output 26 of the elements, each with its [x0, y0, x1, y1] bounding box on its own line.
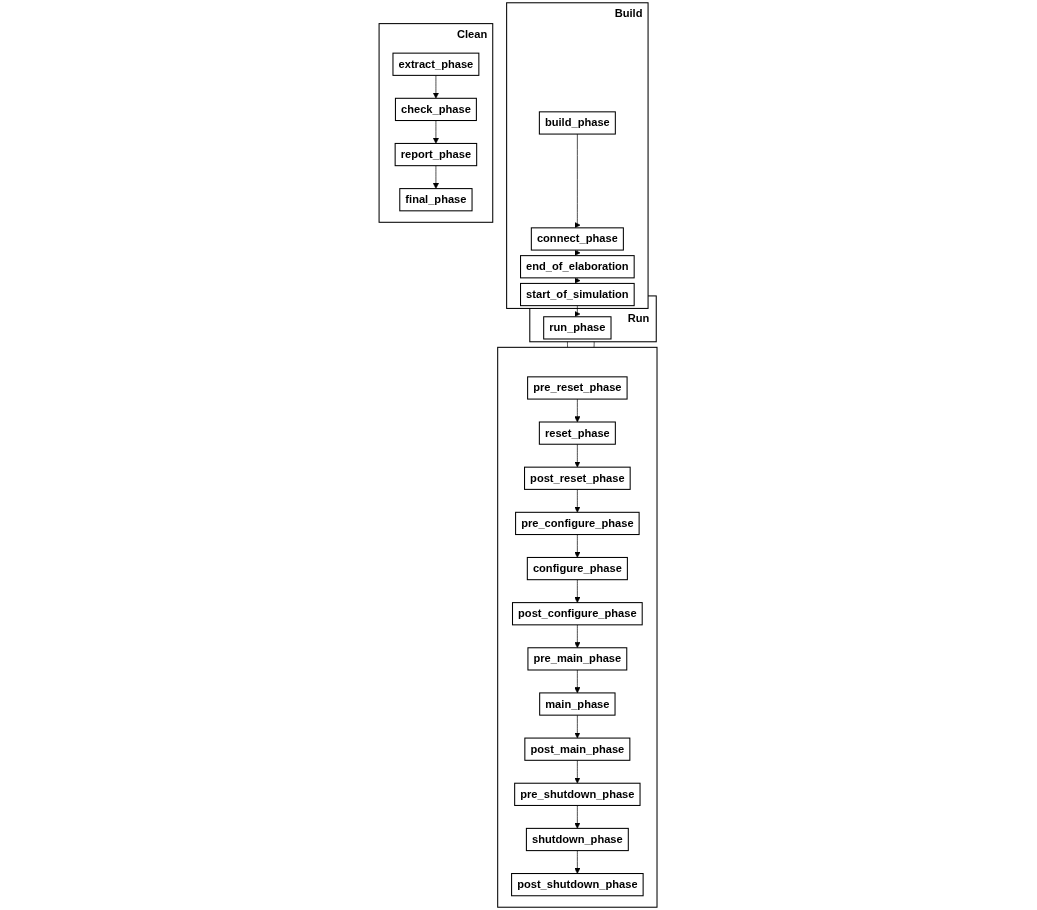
node-box: build_phase [539, 111, 617, 135]
node-box: start_of_simulation [520, 282, 636, 307]
node-box: configure_phase [527, 556, 629, 581]
connector [567, 341, 569, 348]
node-box: extract_phase [392, 52, 480, 76]
node-box: reset_phase [539, 421, 617, 445]
node-box: pre_shutdown_phase [514, 782, 641, 806]
node-box: pre_configure_phase [515, 511, 641, 536]
node-box: post_configure_phase [512, 602, 644, 626]
node-box: post_shutdown_phase [511, 873, 645, 897]
node-box: post_main_phase [524, 737, 631, 761]
node-box: final_phase [399, 188, 473, 212]
node-box: post_reset_phase [524, 466, 632, 490]
node-box: end_of_elaboration [520, 255, 636, 279]
node-box: pre_main_phase [527, 647, 628, 671]
arrow [574, 277, 581, 284]
node-box: main_phase [539, 692, 616, 716]
node-box: connect_phase [531, 227, 625, 251]
node-box: check_phase [395, 97, 478, 122]
node-box: report_phase [395, 142, 478, 167]
node-box: run_phase [543, 316, 612, 340]
cluster [497, 346, 658, 908]
node-box: shutdown_phase [526, 827, 630, 852]
arrow [574, 249, 581, 256]
connector [594, 341, 595, 348]
node-box: pre_reset_phase [527, 376, 629, 400]
